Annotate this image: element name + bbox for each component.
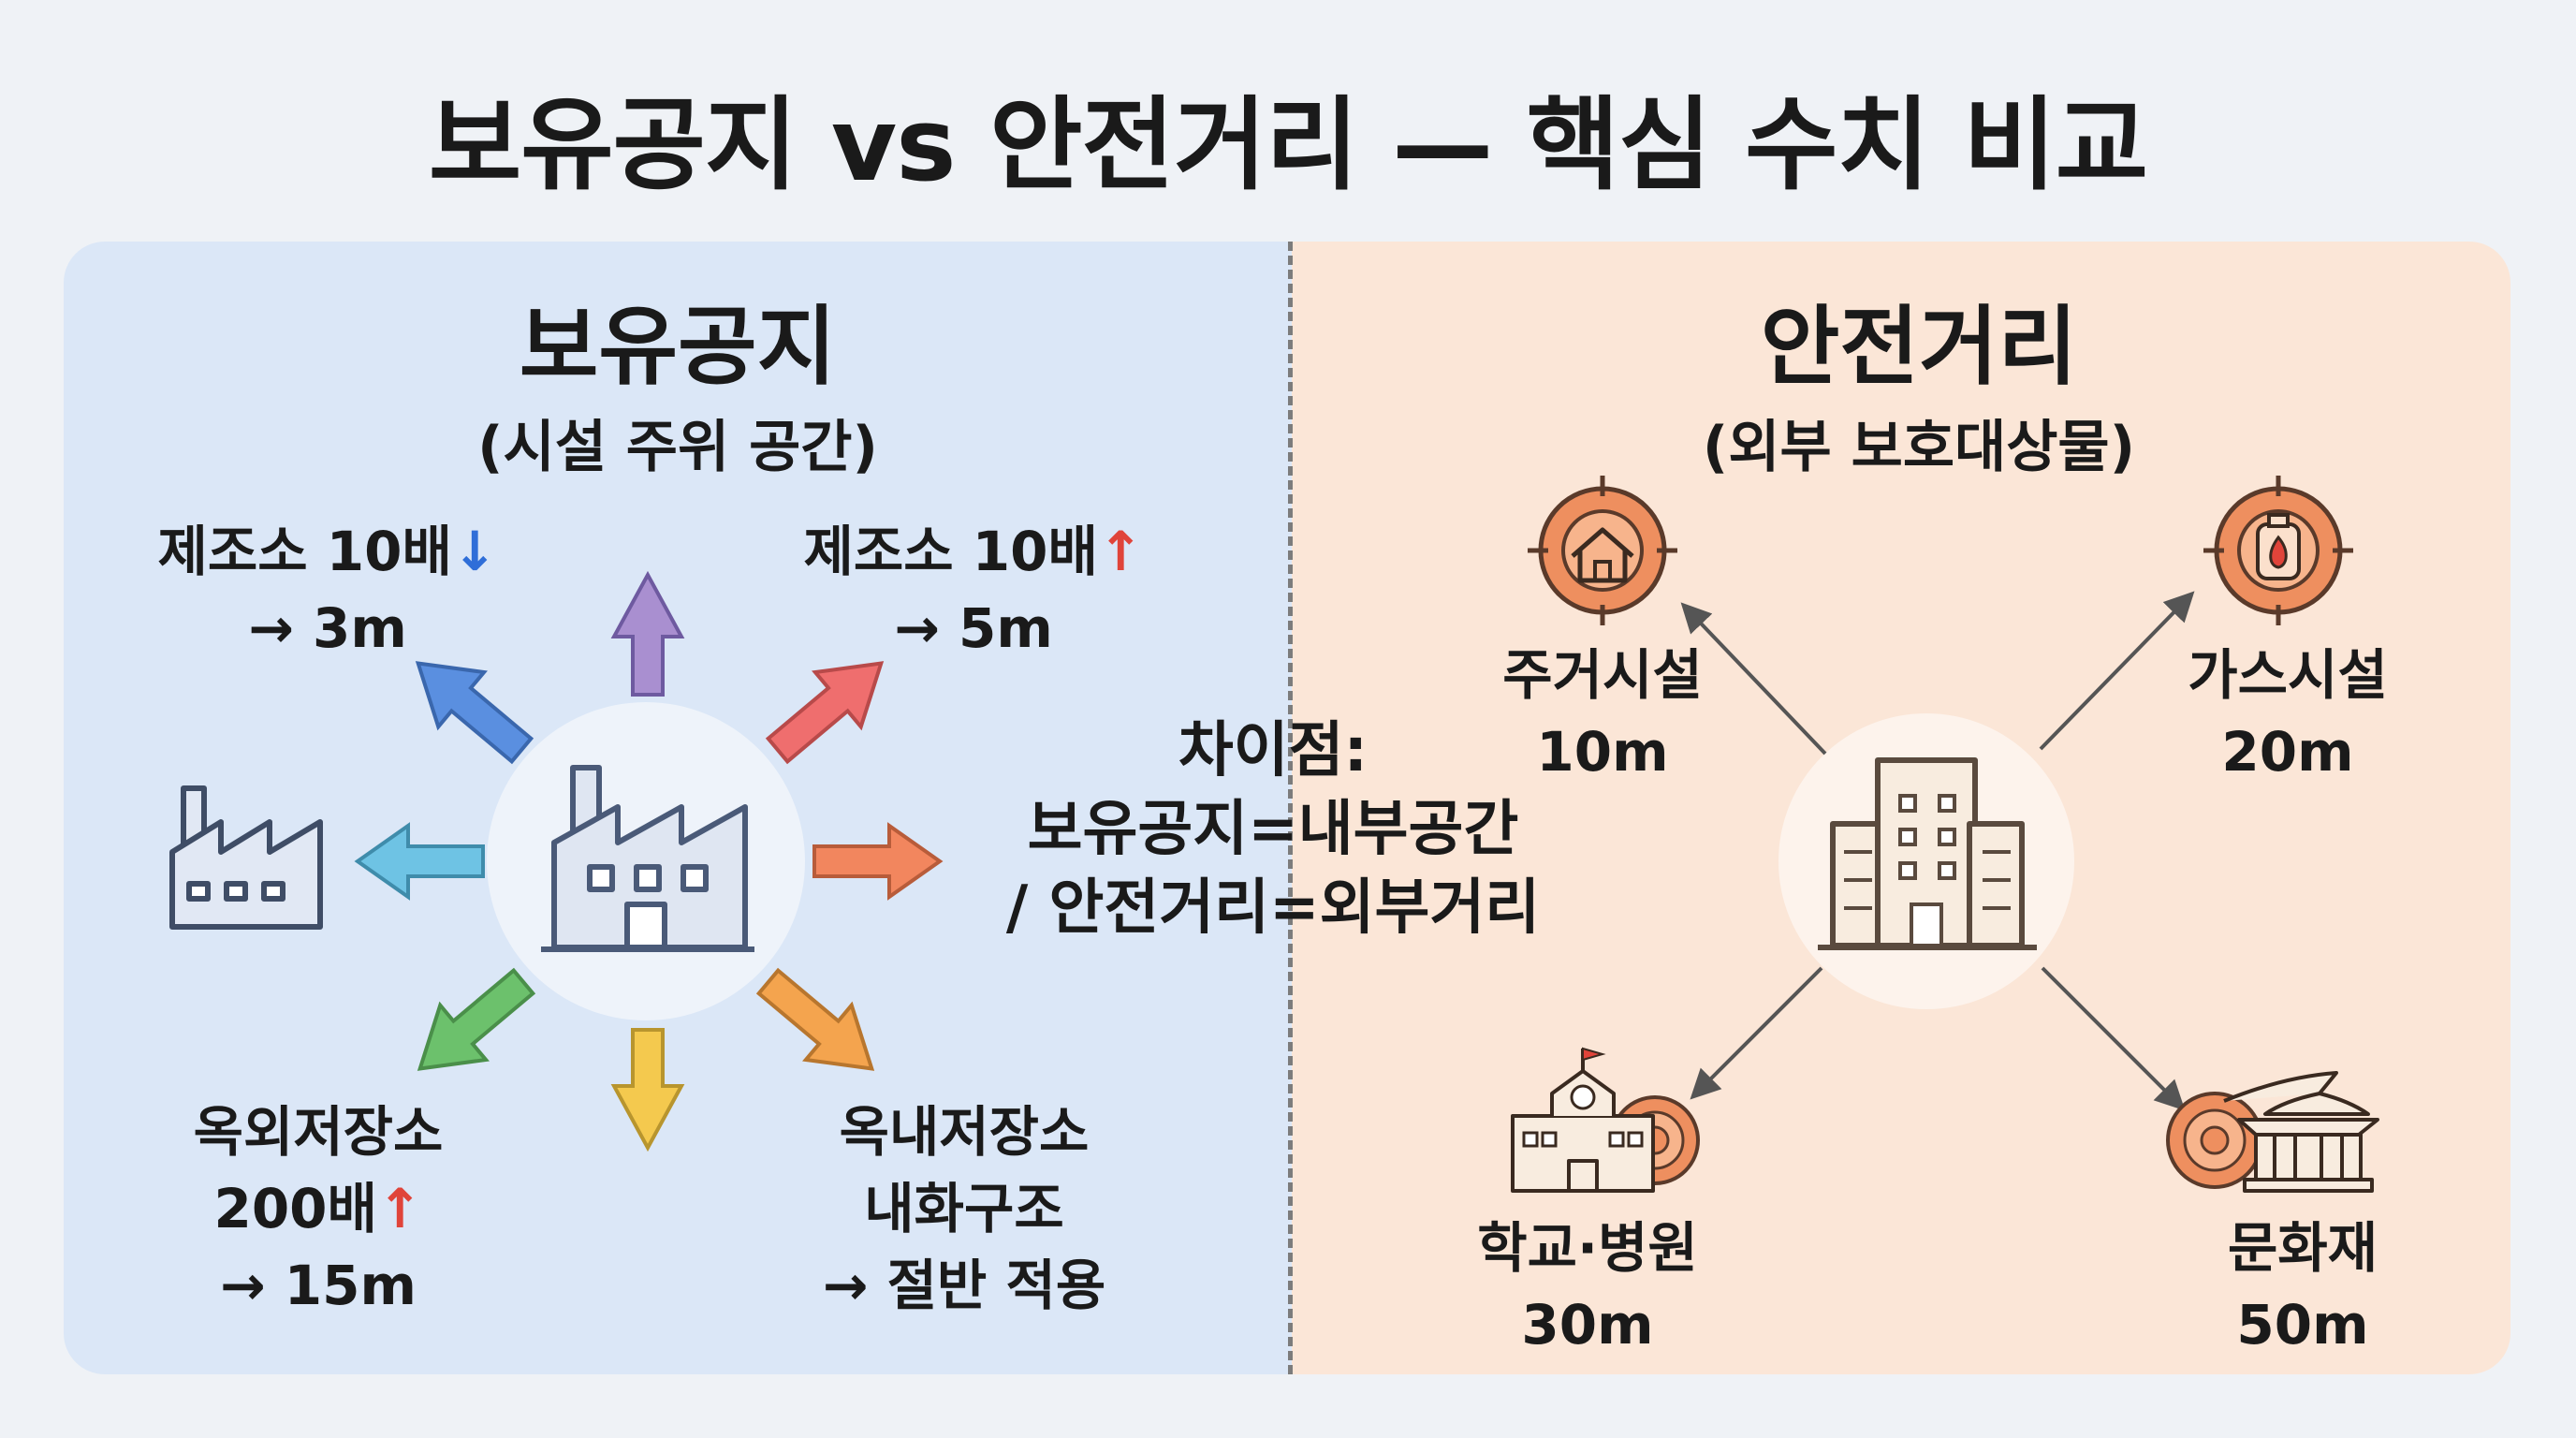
panel-divider <box>1288 242 1293 1374</box>
target-heritage: 문화재 50m <box>2144 1210 2462 1363</box>
heritage-distance: 50m <box>2236 1293 2369 1357</box>
arrow-down <box>610 1028 685 1152</box>
heritage-name: 문화재 <box>2227 1216 2378 1280</box>
left-subheading: (시설 주위 공간) <box>477 415 878 480</box>
small-factory-icon <box>169 785 323 930</box>
label-bottom-right-line3: → 절반 적용 <box>822 1254 1106 1317</box>
label-bottom-right-line2: 내화구조 <box>864 1177 1064 1240</box>
up-arrow-icon: ↑ <box>376 1177 423 1240</box>
label-bottom-left-line2: 200배 <box>213 1177 377 1240</box>
label-bottom-left-line3: → 15m <box>220 1254 417 1317</box>
residential-distance: 10m <box>1536 720 1669 784</box>
left-heading-block: 보유공지 (시설 주위 공간) <box>64 277 1292 483</box>
label-bottom-right: 옥내저장소 내화구조 → 절반 적용 <box>777 1093 1151 1324</box>
gas-target-icon <box>2203 476 2353 625</box>
label-top-right-line2: → 5m <box>894 596 1053 660</box>
arrow-left <box>354 822 485 901</box>
center-factory <box>487 702 805 1020</box>
line-to-heritage <box>2041 966 2186 1111</box>
line-to-gas <box>2039 591 2195 751</box>
arrow-down-left <box>417 967 536 1071</box>
line-to-school <box>1690 966 1823 1100</box>
school-distance: 30m <box>1521 1293 1654 1357</box>
note-line2: 보유공지=내부공간 <box>1027 795 1519 864</box>
gas-distance: 20m <box>2221 720 2354 784</box>
label-top-right-line1: 제조소 10배 <box>803 520 1098 583</box>
note-line3: / 안전거리=외부거리 <box>1005 873 1541 943</box>
up-arrow-icon: ↑ <box>1097 520 1144 583</box>
target-school: 학교·병원 30m <box>1428 1210 1747 1363</box>
arrow-right <box>812 822 944 901</box>
label-top-right: 제조소 10배↑ → 5m <box>768 513 1179 667</box>
arrow-up-right <box>765 661 885 765</box>
right-heading: 안전거리 <box>1760 297 2078 397</box>
gas-name: 가스시설 <box>2188 643 2388 707</box>
heritage-target-icon <box>2166 1071 2379 1193</box>
label-top-left: 제조소 10배↓ → 3m <box>122 513 534 667</box>
target-gas: 가스시설 20m <box>2129 637 2447 790</box>
label-bottom-right-line1: 옥내저장소 <box>839 1100 1090 1164</box>
label-top-left-line1: 제조소 10배 <box>157 520 452 583</box>
arrow-up-left <box>415 661 534 765</box>
label-top-left-line2: → 3m <box>248 596 407 660</box>
arrow-down-right <box>755 967 875 1071</box>
left-heading: 보유공지 <box>519 297 837 397</box>
down-arrow-icon: ↓ <box>451 520 498 583</box>
center-building <box>1778 713 2074 1009</box>
right-subheading: (외부 보호대상물) <box>1702 415 2136 480</box>
label-bottom-left-line1: 옥외저장소 <box>193 1100 444 1164</box>
arrow-up <box>610 570 685 697</box>
note-line1: 차이점: <box>1178 716 1368 785</box>
difference-note: 차이점: 보유공지=내부공간 / 안전거리=외부거리 <box>964 712 1582 947</box>
line-to-residential <box>1680 602 1827 756</box>
target-residential: 주거시설 10m <box>1443 637 1762 790</box>
right-heading-block: 안전거리 (외부 보호대상물) <box>1498 277 2340 483</box>
page-title: 보유공지 vs 안전거리 — 핵심 수치 비교 <box>428 87 2148 204</box>
residential-name: 주거시설 <box>1502 643 1703 707</box>
school-name: 학교·병원 <box>1477 1216 1698 1280</box>
label-bottom-left: 옥외저장소 200배↑ → 15m <box>140 1093 496 1324</box>
school-target-icon <box>1511 1047 1700 1193</box>
house-target-icon <box>1528 476 1677 625</box>
